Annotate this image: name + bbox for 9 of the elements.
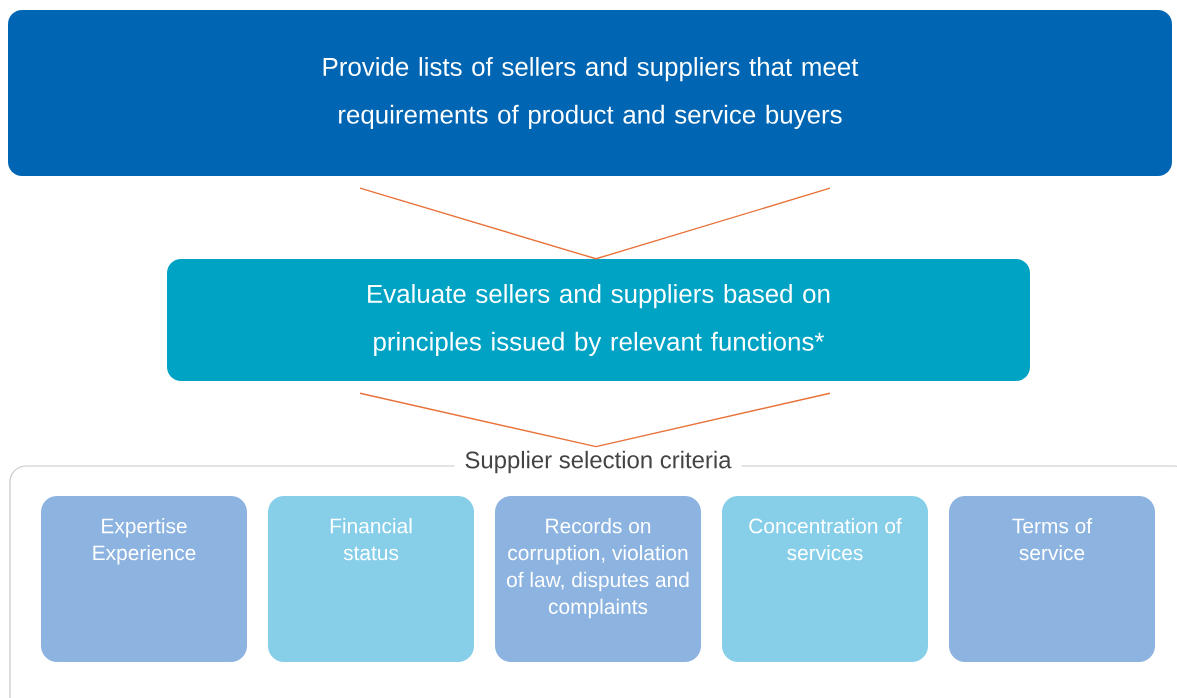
- process-box: Evaluate sellers and suppliers based on principles issued by relevant functions*: [167, 259, 1030, 381]
- criteria-card: Concentration of services: [722, 496, 928, 662]
- criteria-card: Records on corruption, violation of law, disputes and complaints: [495, 496, 701, 662]
- criteria-card: Financial status: [268, 496, 474, 662]
- criteria-card: Expertise Experience: [41, 496, 247, 662]
- chevron-arrow: [359, 187, 831, 260]
- chevron-arrow: [359, 392, 831, 448]
- process-box: Provide lists of sellers and suppliers that meet requirements of product and service buyers: [8, 10, 1172, 176]
- criteria-card: Terms of service: [949, 496, 1155, 662]
